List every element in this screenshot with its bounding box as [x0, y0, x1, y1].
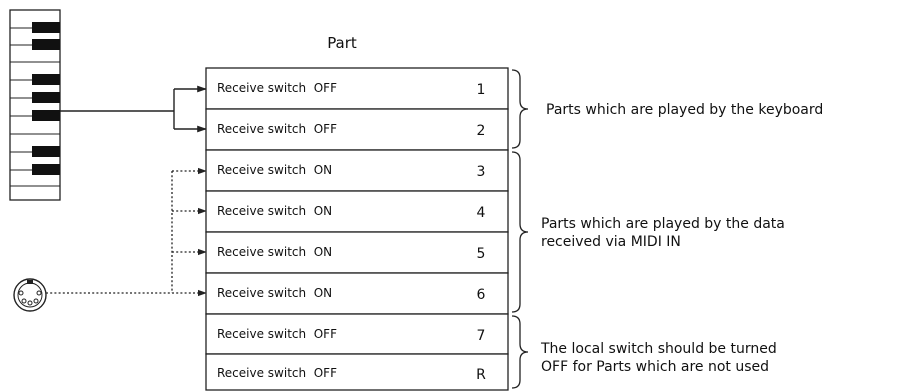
part-label: Receive switch OFF — [217, 122, 337, 136]
part-number: 1 — [477, 82, 486, 98]
part-number: 2 — [477, 123, 486, 139]
group-brace — [511, 315, 529, 389]
part-number: 3 — [477, 164, 486, 180]
group-brace — [511, 69, 529, 149]
part-number: 6 — [477, 287, 486, 303]
midi-din-connector-icon — [13, 278, 47, 312]
part-row: Receive switch OFF 7 — [205, 313, 509, 355]
part-row: Receive switch ON 4 — [205, 190, 509, 233]
part-table: Receive switch OFF 1 Receive switch OFF … — [205, 67, 509, 391]
part-row: Receive switch OFF 2 — [205, 108, 509, 151]
part-label: Receive switch OFF — [217, 81, 337, 95]
group-description: received via MIDI IN — [541, 234, 681, 250]
part-label: Receive switch ON — [217, 204, 332, 218]
part-label: Receive switch OFF — [217, 327, 337, 341]
piano-keyboard-icon — [9, 9, 61, 201]
part-number: R — [476, 367, 486, 383]
keyboard-wiring — [60, 85, 207, 133]
part-row: Receive switch ON 5 — [205, 231, 509, 274]
group-description: Parts which are played by the keyboard — [546, 102, 823, 118]
midi-wiring — [46, 167, 207, 297]
part-row: Receive switch ON 3 — [205, 149, 509, 192]
part-label: Receive switch ON — [217, 245, 332, 259]
group-description: Parts which are played by the data — [541, 216, 785, 232]
part-label: Receive switch ON — [217, 286, 332, 300]
part-label: Receive switch ON — [217, 163, 332, 177]
group-description: OFF for Parts which are not used — [541, 359, 769, 375]
part-row: Receive switch OFF R — [205, 353, 509, 391]
part-number: 5 — [477, 246, 486, 262]
diagram-title: Part — [327, 34, 357, 52]
part-row: Receive switch ON 6 — [205, 272, 509, 315]
group-brace — [511, 151, 529, 313]
part-number: 7 — [477, 328, 486, 344]
part-row: Receive switch OFF 1 — [205, 67, 509, 110]
group-description: The local switch should be turned — [540, 341, 777, 357]
part-number: 4 — [477, 205, 486, 221]
part-label: Receive switch OFF — [217, 366, 337, 380]
